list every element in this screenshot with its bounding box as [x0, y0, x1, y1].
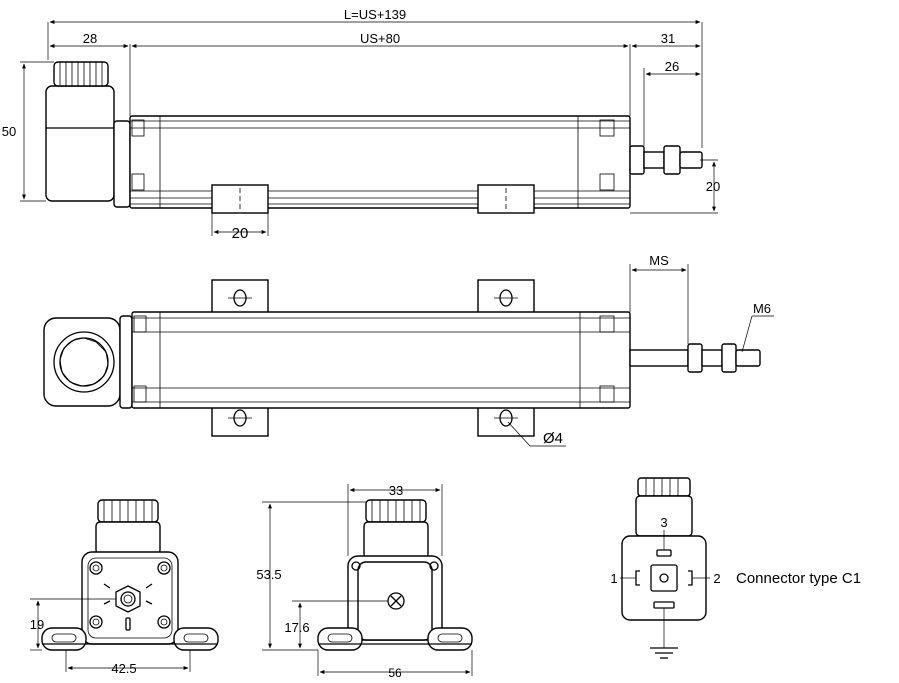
dim-connector-height: 50	[2, 124, 16, 139]
side-view: MS M6 Ø4	[43, 253, 774, 447]
dim-end-a-width: 42.5	[111, 661, 136, 676]
connector-type-label: Connector type C1	[736, 570, 861, 587]
connector-pin-3: 3	[660, 515, 667, 530]
dim-end-b-axis: 17.6	[284, 620, 309, 635]
dim-stroke-length: US+80	[360, 31, 400, 46]
connector-knob	[53, 61, 109, 87]
top-view: L=US+139 28 US+80 31 26 50 20 20	[2, 7, 720, 242]
dim-right-offset: 31	[661, 31, 675, 46]
connector-housing	[45, 85, 115, 202]
connector-diagram: 3 1 2 Connector type C1	[610, 477, 861, 659]
dim-end-b-width: 56	[388, 666, 402, 680]
connector-pin-1: 1	[610, 571, 617, 586]
end-view-a: 19 42.5	[30, 499, 219, 676]
rod-end	[679, 151, 703, 169]
dim-mount-width: 20	[232, 225, 249, 242]
dim-end-b-top: 33	[389, 483, 403, 498]
connector-pin-2: 2	[713, 571, 720, 586]
dim-hole-dia: Ø4	[543, 430, 563, 447]
dim-end-b-height: 53.5	[256, 567, 281, 582]
dim-left-offset: 28	[83, 31, 97, 46]
dim-end-a-height: 19	[30, 617, 44, 632]
dim-total-length: L=US+139	[344, 7, 406, 22]
dim-rod-thread: M6	[753, 301, 771, 316]
dim-rod-height: 20	[706, 179, 720, 194]
rod-thread-end	[735, 349, 761, 367]
dim-rod-extension: 26	[665, 59, 679, 74]
sensor-body-side	[131, 311, 631, 409]
sensor-body-top	[129, 115, 631, 209]
dim-ms: MS	[649, 253, 669, 268]
end-view-b: 33 53.5 17.6 56	[256, 483, 473, 680]
